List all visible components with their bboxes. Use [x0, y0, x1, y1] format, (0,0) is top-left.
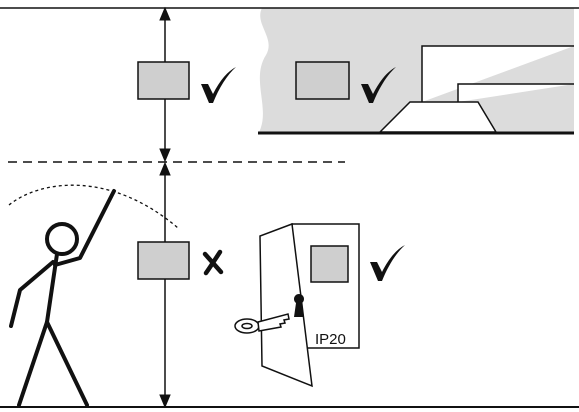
lower-height-arrow	[159, 161, 171, 409]
check-icon	[361, 67, 396, 103]
check-icon	[370, 245, 405, 281]
device-box-upper-left	[137, 61, 190, 100]
enclosure-door	[259, 222, 313, 388]
enclosure-cabinet	[259, 222, 360, 388]
enclosure-device-box	[310, 245, 349, 283]
machine-outline	[378, 45, 574, 133]
cross-icon	[202, 249, 224, 276]
reach-arc	[8, 184, 179, 229]
check-icon	[201, 67, 236, 103]
device-box-upper-right	[295, 61, 350, 100]
person-icon	[9, 189, 116, 407]
ip-rating-label: IP20	[315, 331, 346, 348]
keyhole-icon	[294, 294, 304, 317]
device-box-lower	[137, 241, 190, 280]
key-icon	[234, 313, 290, 334]
restricted-area	[258, 8, 574, 134]
